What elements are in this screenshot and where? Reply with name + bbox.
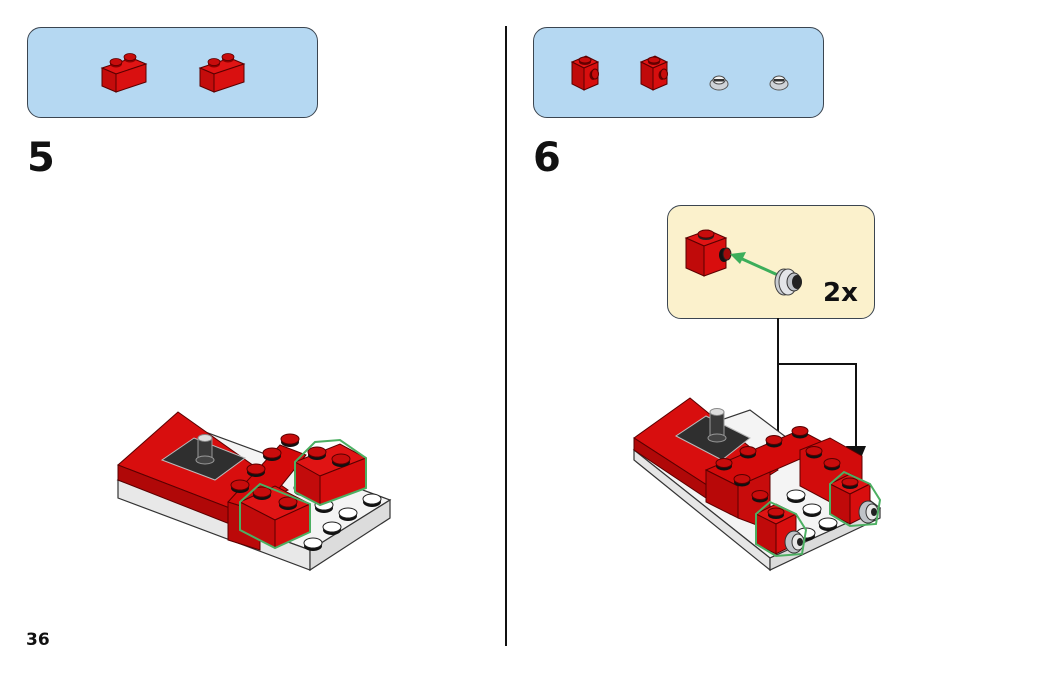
new-red-brick-1x2-front	[238, 482, 312, 550]
grey-axle-connector	[195, 434, 215, 465]
silver-round-plate-icon	[709, 75, 729, 91]
red-brick-1x1-side-stud-icon	[639, 55, 669, 91]
quantity-label: 2x	[823, 278, 858, 308]
red-brick-1x2-icon	[100, 53, 148, 93]
step-6-number: 6	[533, 135, 561, 181]
step-5-parts-list	[27, 27, 318, 118]
sub-assembly-callout: 2x	[667, 205, 875, 319]
step-5-model-illustration	[116, 411, 392, 572]
step-5-number: 5	[27, 135, 55, 181]
page-divider	[505, 26, 507, 646]
grey-axle-connector	[707, 408, 727, 443]
new-red-brick-1x2-back	[293, 438, 368, 507]
new-red-brick-1x1-left	[754, 500, 808, 558]
green-assembly-arrow-icon	[730, 252, 781, 278]
red-brick-1x1-side-stud-icon	[684, 229, 732, 277]
step-6-model-illustration	[632, 397, 882, 572]
page-number: 36	[26, 630, 50, 650]
silver-round-plate-icon	[774, 268, 802, 296]
red-brick-1x2-icon	[198, 53, 246, 93]
new-red-brick-1x1-right	[828, 470, 882, 528]
step-6-parts-list	[533, 27, 824, 118]
silver-round-plate-icon	[769, 75, 789, 91]
red-brick-1x1-side-stud-icon	[570, 55, 600, 91]
